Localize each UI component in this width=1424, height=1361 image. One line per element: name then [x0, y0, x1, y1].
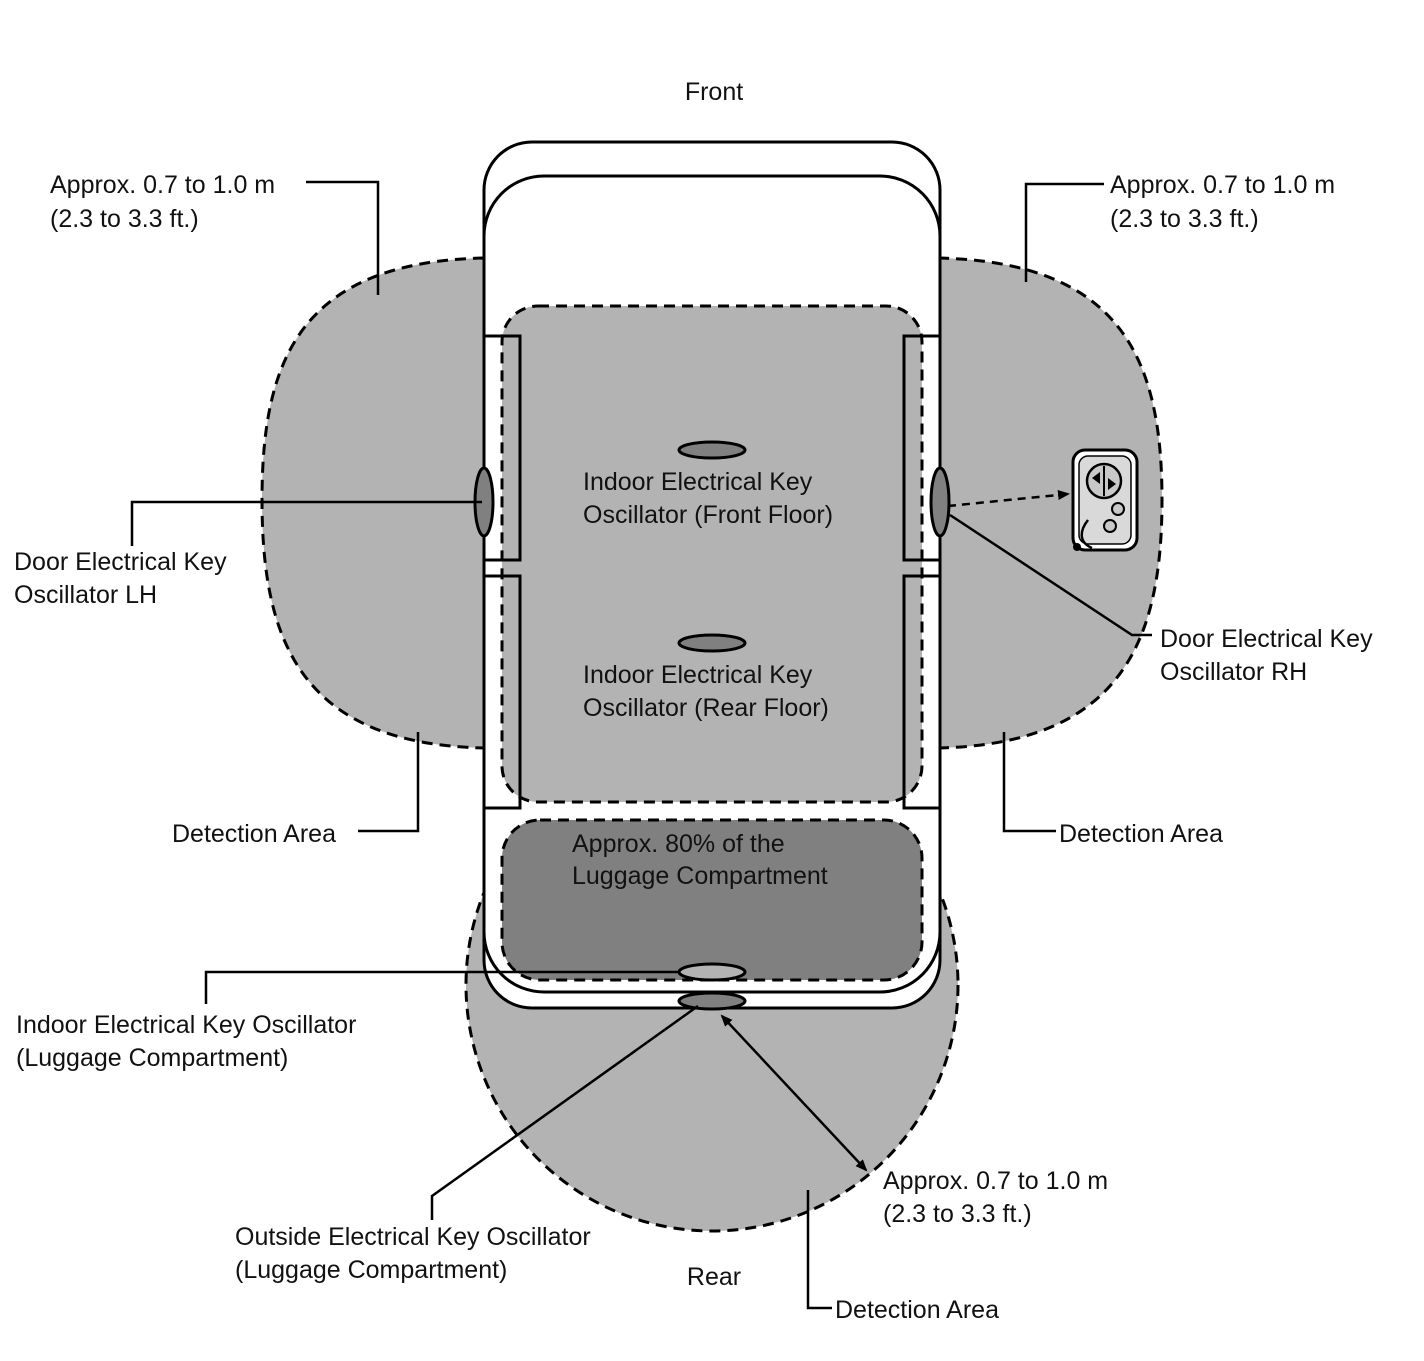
label-door-rh-2: Oscillator RH — [1160, 658, 1307, 686]
leader-outside-luggage — [430, 1004, 699, 1220]
label-door-rh-1: Door Electrical Key — [1160, 625, 1373, 653]
door-rear-left — [482, 574, 522, 810]
label-dist-left-2: (2.3 to 3.3 ft.) — [50, 205, 199, 233]
leader-door-rh — [949, 513, 1152, 637]
label-indoor-rear-1: Indoor Electrical Key — [583, 661, 813, 689]
cabin-detection-area — [500, 304, 924, 804]
leader-detection-right — [1002, 732, 1056, 833]
label-door-lh-1: Door Electrical Key — [14, 548, 227, 576]
doors — [482, 334, 942, 810]
label-luggage-area-1: Approx. 80% of the — [572, 830, 785, 858]
detection-area-right — [936, 256, 1164, 750]
label-front: Front — [685, 78, 743, 106]
label-luggage-area-2: Luggage Compartment — [572, 862, 828, 890]
luggage-detection-area — [500, 818, 924, 982]
label-indoor-rear-2: Oscillator (Rear Floor) — [583, 694, 829, 722]
label-dist-right-2: (2.3 to 3.3 ft.) — [1110, 205, 1259, 233]
outside-oscillator-luggage — [677, 991, 747, 1011]
label-rear: Rear — [687, 1263, 741, 1291]
door-front-left — [482, 334, 522, 562]
label-indoor-luggage-2: (Luggage Compartment) — [16, 1044, 288, 1072]
indoor-oscillator-luggage — [677, 962, 747, 982]
label-outside-luggage-1: Outside Electrical Key Oscillator — [235, 1223, 591, 1251]
labels: Front Rear Approx. 0.7 to 1.0 m (2.3 to … — [14, 78, 1373, 1324]
leader-dist-left — [306, 180, 380, 295]
label-detection-right: Detection Area — [1059, 820, 1223, 848]
label-detection-left: Detection Area — [172, 820, 336, 848]
door-oscillator-rh — [929, 466, 951, 538]
indoor-oscillator-rear-floor — [677, 633, 747, 653]
signal-arrow — [947, 490, 1070, 508]
leader-indoor-luggage — [204, 970, 679, 1004]
leader-door-lh — [130, 500, 482, 546]
indoor-oscillator-front-floor — [677, 440, 747, 460]
leader-lines — [130, 180, 1152, 1310]
rear-distance-arrow — [720, 1014, 868, 1172]
leader-detection-left — [358, 732, 420, 833]
label-indoor-front-1: Indoor Electrical Key — [583, 468, 813, 496]
label-detection-rear: Detection Area — [835, 1296, 999, 1324]
label-indoor-luggage-1: Indoor Electrical Key Oscillator — [16, 1011, 356, 1039]
door-rear-right — [902, 574, 942, 810]
leader-dist-right — [1024, 182, 1104, 282]
oscillators — [473, 440, 951, 1011]
label-dist-right-1: Approx. 0.7 to 1.0 m — [1110, 171, 1335, 199]
label-dist-rear-2: (2.3 to 3.3 ft.) — [883, 1200, 1032, 1228]
smart-key-icon — [1071, 448, 1139, 552]
label-dist-left-1: Approx. 0.7 to 1.0 m — [50, 171, 275, 199]
label-door-lh-2: Oscillator LH — [14, 581, 157, 609]
door-front-right — [902, 334, 942, 562]
label-dist-rear-1: Approx. 0.7 to 1.0 m — [883, 1167, 1108, 1195]
label-indoor-front-2: Oscillator (Front Floor) — [583, 501, 833, 529]
leader-detection-rear — [806, 1190, 832, 1310]
label-outside-luggage-2: (Luggage Compartment) — [235, 1256, 507, 1284]
